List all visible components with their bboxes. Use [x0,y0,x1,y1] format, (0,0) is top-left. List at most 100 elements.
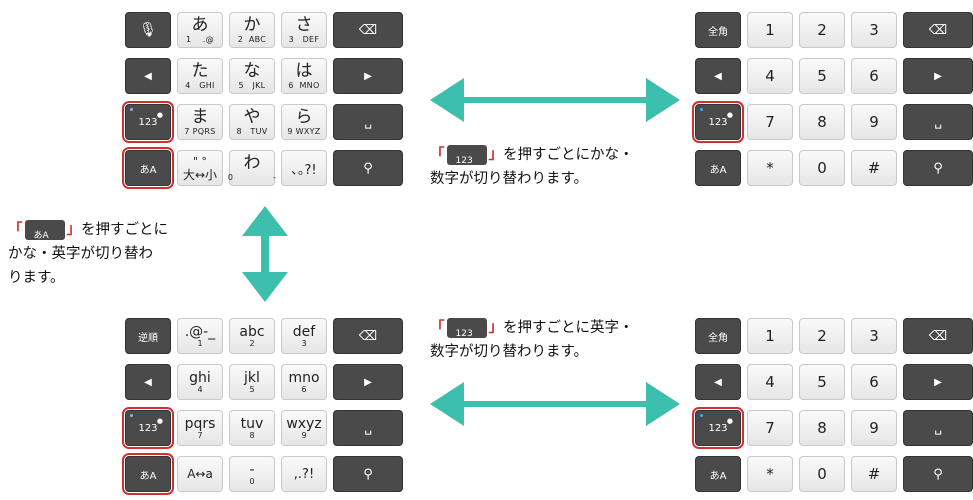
mode-kana-key[interactable]: あA [122,453,174,495]
double-arrow-vertical [242,206,288,302]
backspace-key[interactable]: ⌫ [333,12,403,48]
cursor-left-key[interactable]: ◀ [125,58,171,94]
mode-123-key[interactable]: 123● [122,407,174,449]
cursor-right-key[interactable]: ▶ [333,364,403,400]
reverse-key[interactable]: 逆順 [125,318,171,354]
mode-kana-key[interactable]: あA [695,456,741,492]
cursor-left-key[interactable]: ◀ [125,364,171,400]
case-toggle-key[interactable]: A↔a [177,456,223,492]
key-chip-kana: あA [24,220,65,241]
num-key-9[interactable]: 9 [851,410,897,446]
cursor-left-key[interactable]: ◀ [695,58,741,94]
num-key-2[interactable]: 2 [799,12,845,48]
globe-icon: ● [156,417,163,425]
space-icon: ␣ [934,421,942,435]
backspace-key[interactable]: ⌫ [903,318,973,354]
num-key-6[interactable]: 6 [851,364,897,400]
num-key-3[interactable]: 3 [851,12,897,48]
zenkaku-key[interactable]: 全角 [695,12,741,48]
mic-icon: 🎙 [139,22,157,38]
dakuten-key[interactable]: " °大↔小 [177,150,223,186]
globe-icon: ● [726,111,733,119]
num-key-1[interactable]: 1 [747,12,793,48]
globe-icon: ● [156,111,163,119]
star-key[interactable]: * [747,150,793,186]
backspace-key[interactable]: ⌫ [333,318,403,354]
num-key-3[interactable]: 3 [851,318,897,354]
triangle-right-icon: ▶ [364,376,372,388]
numeric-keyboard-top: 全角 1 2 3 ⌫ ◀ 4 5 6 ▶ 123● 7 8 9 ␣ あA * 0… [689,8,973,194]
mode-123-key[interactable]: 123● [692,101,744,143]
num-key-5[interactable]: 5 [799,364,845,400]
triangle-right-icon: ▶ [364,70,372,82]
backspace-key[interactable]: ⌫ [903,12,973,48]
alpha-key-0[interactable]: -0 [229,456,275,492]
cursor-left-key[interactable]: ◀ [695,364,741,400]
search-key[interactable]: ⚲ [333,456,403,492]
mode-kana-key[interactable]: あA [695,150,741,186]
num-key-5[interactable]: 5 [799,58,845,94]
mode-123-key[interactable]: 123● [692,407,744,449]
punctuation-key[interactable]: ､｡?! [281,150,327,186]
zenkaku-key[interactable]: 全角 [695,318,741,354]
space-key[interactable]: ␣ [333,104,403,140]
num-key-9[interactable]: 9 [851,104,897,140]
double-arrow-top [430,78,680,122]
annotation-top: 「123」を押すごとにかな・ 数字が切り替わります。 [430,145,634,187]
num-key-1[interactable]: 1 [747,318,793,354]
punctuation-key[interactable]: ,.?! [281,456,327,492]
mode-kana-key[interactable]: あA [122,147,174,189]
num-key-0[interactable]: 0 [799,456,845,492]
voice-input-key[interactable]: 🎙 [125,12,171,48]
search-key[interactable]: ⚲ [333,150,403,186]
triangle-left-icon: ◀ [144,70,152,82]
cursor-right-key[interactable]: ▶ [333,58,403,94]
space-icon: ␣ [364,115,372,129]
num-key-2[interactable]: 2 [799,318,845,354]
search-icon: ⚲ [933,160,943,176]
cursor-right-key[interactable]: ▶ [903,58,973,94]
num-key-6[interactable]: 6 [851,58,897,94]
num-key-4[interactable]: 4 [747,58,793,94]
annotation-bottom: 「123」を押すごとに英字・ 数字が切り替わります。 [430,318,634,360]
search-key[interactable]: ⚲ [903,456,973,492]
search-icon: ⚲ [363,466,373,482]
space-key[interactable]: ␣ [903,104,973,140]
cursor-right-key[interactable]: ▶ [903,364,973,400]
hash-key[interactable]: # [851,456,897,492]
num-key-7[interactable]: 7 [747,104,793,140]
star-key[interactable]: * [747,456,793,492]
search-key[interactable]: ⚲ [903,150,973,186]
num-key-0[interactable]: 0 [799,150,845,186]
space-key[interactable]: ␣ [333,410,403,446]
search-icon: ⚲ [363,160,373,176]
num-key-7[interactable]: 7 [747,410,793,446]
num-key-8[interactable]: 8 [799,104,845,140]
mode-123-key[interactable]: 123● [122,101,174,143]
alpha-key-1[interactable]: .@-_1 [177,318,223,354]
space-key[interactable]: ␣ [903,410,973,446]
num-key-4[interactable]: 4 [747,364,793,400]
num-key-8[interactable]: 8 [799,410,845,446]
double-arrow-bottom [430,382,680,426]
hash-key[interactable]: # [851,150,897,186]
